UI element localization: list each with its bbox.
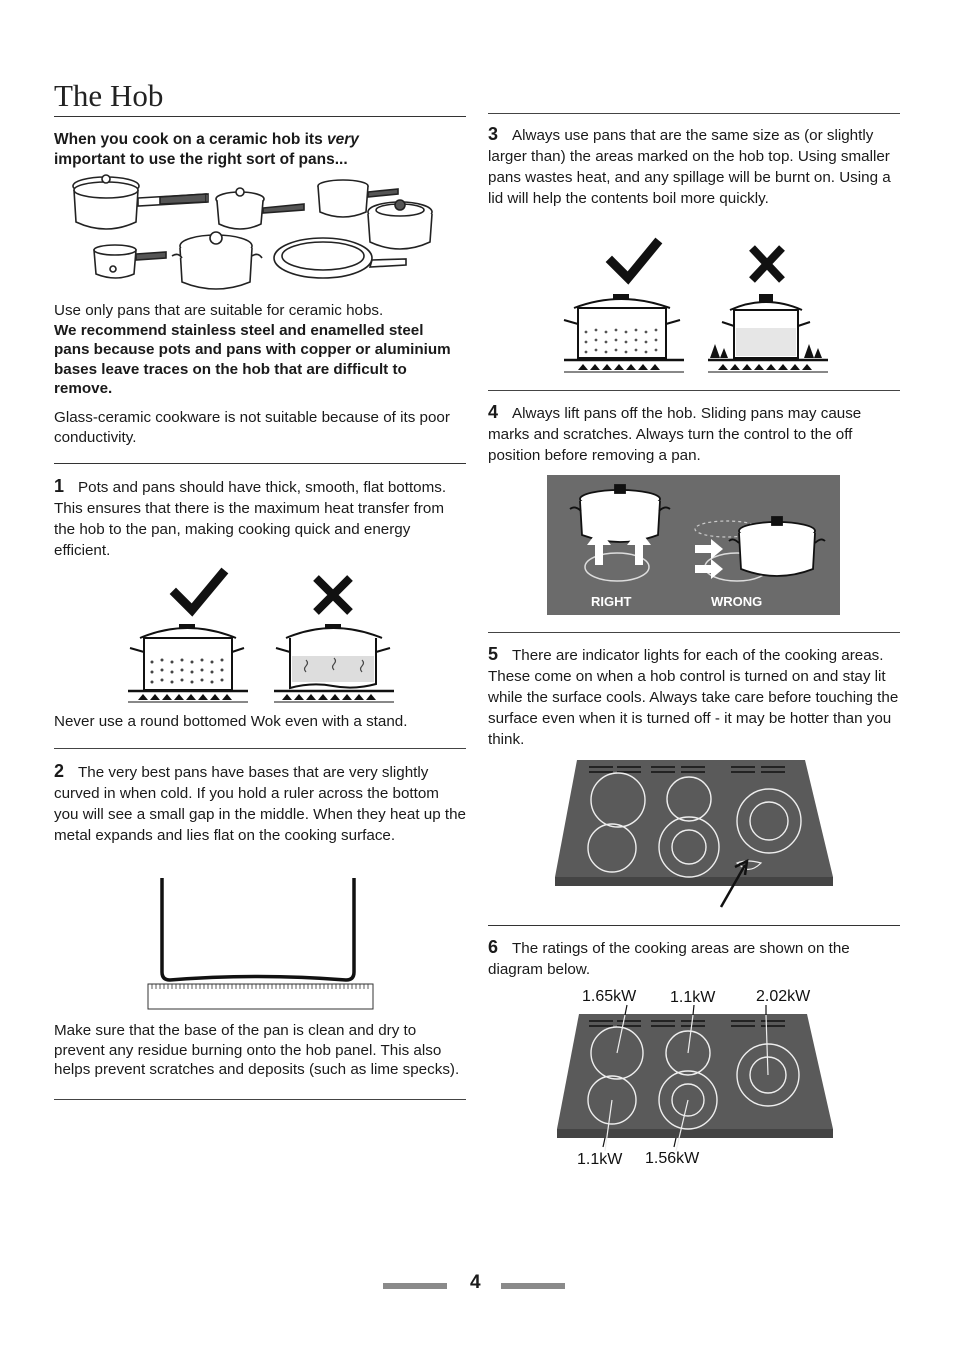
lift-pan-illustration: RIGHT WRONG (547, 475, 840, 615)
rating-bottom-mid: 1.56kW (645, 1150, 700, 1167)
tick-icon (605, 237, 663, 285)
right-rule-2 (488, 632, 900, 633)
lift-label-right: RIGHT (591, 594, 632, 609)
step-2-number: 2 (54, 761, 65, 781)
glass-ceramic-note: Glass-ceramic cookware is not suitable b… (54, 409, 450, 446)
left-rule-3 (54, 1099, 466, 1100)
cross-icon (749, 245, 785, 283)
left-rule-2 (54, 748, 466, 749)
right-top-rule (488, 113, 900, 114)
intro-rest: important to use the right sort of pans.… (54, 151, 348, 168)
tick-icon (169, 567, 229, 617)
title-rule (54, 116, 466, 117)
intro-lead: When you cook on a ceramic hob its (54, 131, 328, 148)
rating-bottom-left: 1.1kW (577, 1151, 623, 1168)
right-rule-1 (488, 390, 900, 391)
suitable-plain: Use only pans that are suitable for cera… (54, 302, 384, 319)
step-6-number: 6 (488, 937, 499, 957)
hob-ratings-diagram: 1.65kW 1.1kW 2.02kW 1.1kW 1.56kW (557, 988, 833, 1168)
hob-indicator-illustration (555, 760, 833, 908)
cross-icon (313, 575, 353, 615)
rating-top-mid: 1.1kW (670, 989, 716, 1006)
footer-bar-right (501, 1283, 565, 1289)
step-2-text: The very best pans have bases that are v… (54, 764, 466, 844)
step-6-text: The ratings of the cooking areas are sho… (488, 940, 850, 978)
ruler-curved-base-illustration (147, 878, 374, 1010)
step-1-number: 1 (54, 476, 65, 496)
intro-emphasis: very (327, 131, 359, 148)
left-rule-1 (54, 463, 466, 464)
clean-base-note: Make sure that the base of the pan is cl… (54, 1022, 460, 1078)
right-rule-3 (488, 925, 900, 926)
step-1-text: Pots and pans should have thick, smooth,… (54, 479, 447, 559)
page-title: The Hob (54, 78, 164, 113)
step-4-text: Always lift pans off the hob. Sliding pa… (488, 405, 862, 464)
suitable-pans-paragraph: Use only pans that are suitable for cera… (54, 301, 454, 399)
step-4-number: 4 (488, 402, 499, 422)
step-3-text: Always use pans that are the same size a… (488, 127, 891, 207)
pan-size-illustration (563, 237, 828, 373)
step-5-text: There are indicator lights for each of t… (488, 647, 899, 748)
rating-top-left: 1.65kW (582, 988, 637, 1005)
wok-warning: Never use a round bottomed Wok even with… (54, 713, 408, 730)
step-5-number: 5 (488, 644, 499, 664)
suitable-bold: We recommend stainless steel and enamell… (54, 321, 451, 398)
flat-vs-uneven-pan-illustration (128, 567, 394, 703)
footer-bar-left (383, 1283, 447, 1289)
rating-top-right: 2.02kW (756, 988, 811, 1005)
page-number: 4 (470, 1272, 481, 1293)
lift-label-wrong: WRONG (711, 594, 762, 609)
cookware-illustration (72, 174, 433, 290)
intro-heading: When you cook on a ceramic hob its very … (54, 130, 454, 170)
step-3-number: 3 (488, 124, 499, 144)
